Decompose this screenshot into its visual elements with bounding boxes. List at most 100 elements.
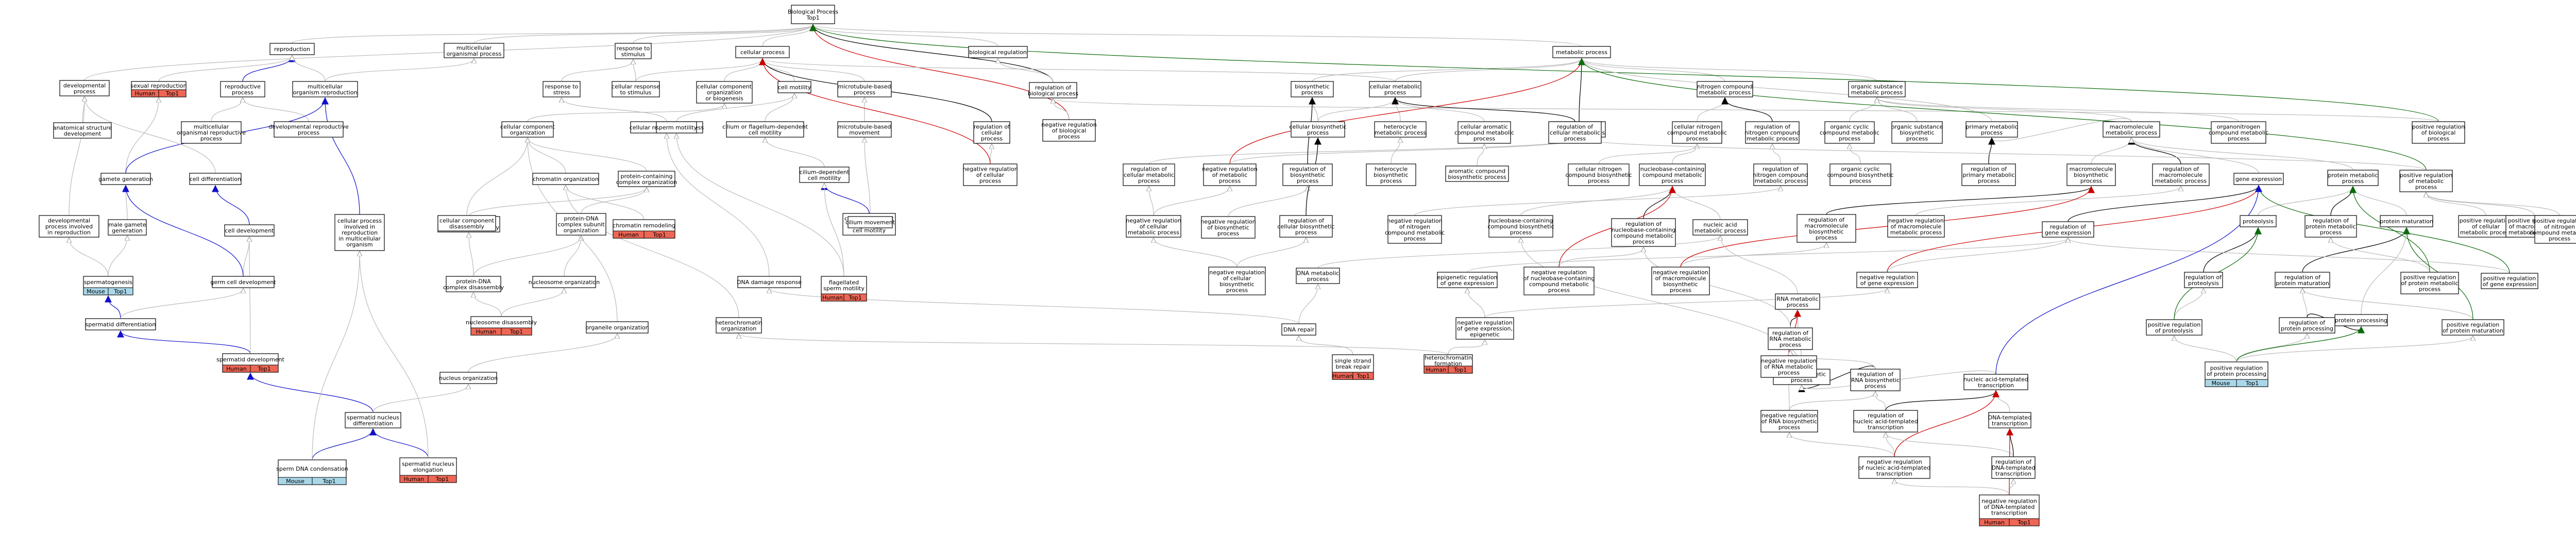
go-term-protein-maturation[interactable]: protein maturation bbox=[2380, 215, 2433, 227]
go-term-organelle-organization[interactable]: organelle organization bbox=[585, 321, 649, 334]
go-term-gene-expression[interactable]: gene expression bbox=[2233, 173, 2284, 185]
go-term-reproduction[interactable]: reproduction bbox=[269, 43, 315, 55]
go-term-gamete-generation[interactable]: gamete generation bbox=[98, 173, 153, 185]
go-term-cell-motility[interactable]: cell motility bbox=[777, 81, 811, 93]
go-term-dna-repair[interactable]: DNA repair bbox=[1281, 323, 1316, 336]
go-term-cellular-process[interactable]: cellular process bbox=[735, 46, 790, 58]
go-term-cell-differentiation[interactable]: cell differentiation bbox=[189, 173, 242, 185]
go-term-protein-processing[interactable]: protein processing bbox=[2334, 314, 2388, 326]
go-term-reg-macromolecule-bp[interactable]: regulation ofmacromoleculebiosyntheticpr… bbox=[1797, 214, 1856, 243]
go-term-metabolic-process[interactable]: metabolic process bbox=[1552, 46, 1611, 58]
go-term-nucleosome-organization[interactable]: nucleosome organization bbox=[529, 276, 600, 288]
go-term-sperm-motility[interactable]: sperm motility bbox=[656, 121, 697, 134]
go-term-biological-regulation[interactable]: biological regulation bbox=[968, 46, 1028, 58]
go-term-spermatid-differentiation[interactable]: spermatid differentiation bbox=[85, 318, 156, 330]
go-term-cilium-movement[interactable]: cilium movement bbox=[845, 216, 895, 228]
go-term-germ-cell-development[interactable]: germ cell development bbox=[210, 276, 276, 288]
go-term-proteolysis[interactable]: proteolysis bbox=[2240, 215, 2277, 227]
